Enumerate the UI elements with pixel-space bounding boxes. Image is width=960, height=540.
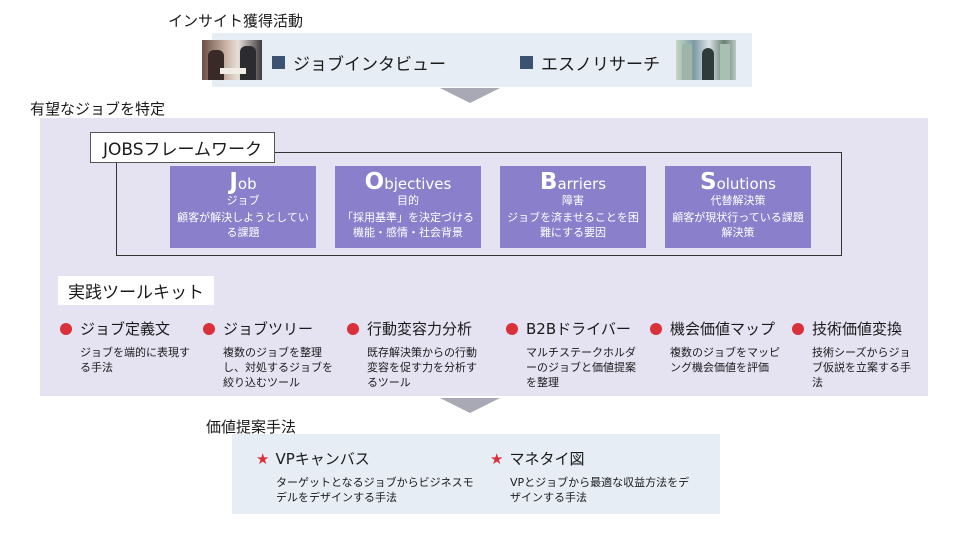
- card-initial: B: [539, 169, 558, 195]
- card-initial: O: [364, 169, 385, 195]
- vp-item-name: VPキャンバス: [275, 450, 370, 468]
- method-label: エスノリサーチ: [541, 55, 660, 75]
- flow-arrow-2: [440, 398, 500, 413]
- method-job-interview: ジョブインタビュー: [272, 50, 446, 75]
- card-subtitle: 代替解決策: [710, 194, 766, 207]
- card-barriers: Barriers 障害 ジョブを済ませることを困難にする要因: [500, 166, 646, 248]
- value-band: [232, 434, 720, 514]
- vp-item-description: ターゲットとなるジョブからビジネスモデルをデザインする手法: [276, 476, 474, 504]
- card-subtitle: 目的: [397, 194, 419, 207]
- tool-b2b-driver: B2Bドライバー マルチステークホルダーのジョブと価値提案を整理: [506, 318, 646, 390]
- monetize-diagram-item: ★ マネタイ図 VPとジョブから最適な収益方法をデザインする手法: [490, 448, 700, 505]
- card-objectives: Objectives 目的 「採用基準」を決定づける機能・感情・社会背景: [335, 166, 481, 248]
- card-job: Job ジョブ 顧客が解決しようとしている課題: [170, 166, 316, 248]
- tool-name: 技術価値変換: [812, 320, 903, 338]
- tool-behavior-change-analysis: 行動変容力分析 既存解決策からの行動変容を促す力を分析するツール: [347, 318, 487, 390]
- vp-item-description: VPとジョブから最適な収益方法をデザインする手法: [510, 476, 690, 504]
- flow-arrow-1: [440, 88, 500, 103]
- square-icon: [272, 56, 285, 69]
- card-description: 「採用基準」を決定づける機能・感情・社会背景: [342, 211, 474, 239]
- tool-tech-value-conversion: 技術価値変換 技術シーズからジョブ仮説を立案する手法: [792, 318, 920, 390]
- jobs-framework-frame: [116, 152, 842, 256]
- card-description: ジョブを済ませることを困難にする要因: [507, 211, 639, 239]
- red-circle-icon: [60, 322, 72, 335]
- ethno-research-photo: [676, 40, 736, 80]
- vp-canvas-item: ★ VPキャンバス ターゲットとなるジョブからビジネスモデルをデザインする手法: [256, 448, 476, 505]
- card-initial: J: [229, 169, 238, 195]
- card-subtitle: 障害: [562, 194, 584, 207]
- card-word-rest: bjectives: [384, 175, 452, 193]
- value-label: 価値提案手法: [206, 418, 297, 436]
- tool-name: 行動変容力分析: [367, 320, 473, 338]
- method-label: ジョブインタビュー: [293, 55, 446, 75]
- identify-panel: [40, 118, 928, 396]
- jobs-framework-title: JOBSフレームワーク: [90, 132, 276, 163]
- red-circle-icon: [792, 322, 804, 335]
- card-word-rest: arriers: [557, 175, 607, 193]
- tool-description: 技術シーズからジョブ仮説を立案する手法: [812, 346, 911, 389]
- vp-item-name: マネタイ図: [509, 450, 585, 468]
- tool-opportunity-value-map: 機会価値マップ 複数のジョブをマッピング機会価値を評価: [650, 318, 790, 375]
- card-word-rest: ob: [237, 175, 257, 193]
- insight-label: インサイト獲得活動: [168, 12, 304, 30]
- tool-description: 複数のジョブを整理し、対処するジョブを絞り込むツール: [223, 346, 333, 389]
- interview-photo: [202, 40, 262, 80]
- card-solutions: Solutions 代替解決策 顧客が現状行っている課題解決策: [665, 166, 811, 248]
- tool-name: B2Bドライバー: [526, 320, 631, 338]
- red-circle-icon: [203, 322, 215, 335]
- tool-job-tree: ジョブツリー 複数のジョブを整理し、対処するジョブを絞り込むツール: [203, 318, 343, 390]
- red-circle-icon: [506, 322, 518, 335]
- tool-description: ジョブを端的に表現する手法: [80, 346, 190, 374]
- star-icon: ★: [256, 449, 270, 468]
- toolkit-title: 実践ツールキット: [58, 276, 214, 305]
- tool-name: ジョブツリー: [223, 320, 314, 338]
- tool-job-statement: ジョブ定義文 ジョブを端的に表現する手法: [60, 318, 200, 375]
- square-icon: [520, 56, 533, 69]
- insight-band: [212, 33, 752, 87]
- tool-name: 機会価値マップ: [670, 320, 776, 338]
- method-ethno-research: エスノリサーチ: [520, 50, 660, 75]
- tool-description: 既存解決策からの行動変容を促す力を分析するツール: [367, 346, 477, 389]
- card-word-rest: olutions: [716, 175, 776, 193]
- star-icon: ★: [490, 449, 504, 468]
- tool-description: 複数のジョブをマッピング機会価値を評価: [670, 346, 780, 374]
- red-circle-icon: [650, 322, 662, 335]
- tool-name: ジョブ定義文: [80, 320, 171, 338]
- card-description: 顧客が現状行っている課題解決策: [672, 211, 804, 239]
- identify-label: 有望なジョブを特定: [30, 100, 166, 118]
- card-initial: S: [700, 169, 717, 195]
- card-subtitle: ジョブ: [226, 194, 260, 207]
- tool-description: マルチステークホルダーのジョブと価値提案を整理: [526, 346, 636, 389]
- red-circle-icon: [347, 322, 359, 335]
- card-description: 顧客が解決しようとしている課題: [177, 211, 309, 239]
